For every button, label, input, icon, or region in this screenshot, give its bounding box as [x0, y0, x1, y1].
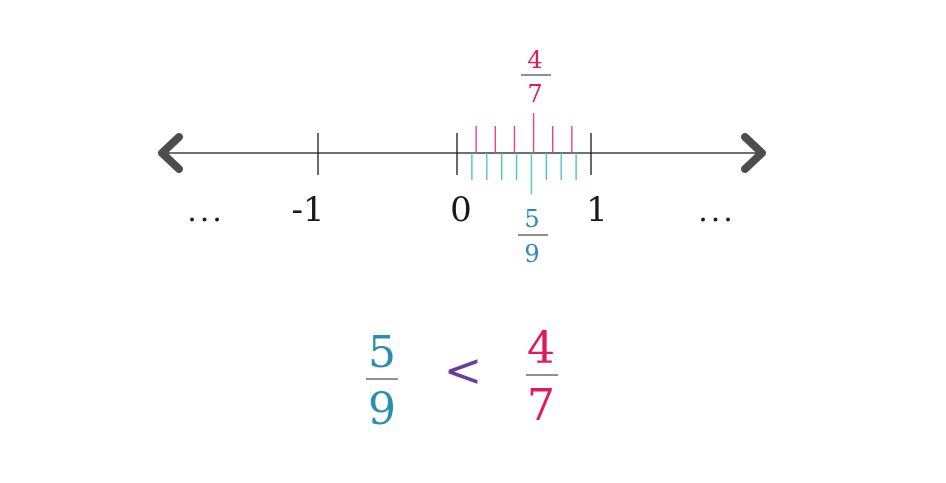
comparison-left-numerator: 5 — [368, 327, 396, 378]
sevenths-ticks — [475, 113, 573, 153]
top-fraction-denominator: 7 — [527, 80, 542, 108]
label-zero: 0 — [450, 190, 472, 230]
right-arrow-icon — [741, 133, 766, 173]
left-ellipsis: ... — [187, 194, 225, 229]
comparison-operator: < — [444, 343, 483, 397]
comparison-left-denominator: 9 — [368, 384, 396, 435]
bottom-fraction-numerator: 5 — [524, 205, 539, 233]
top-fraction-numerator: 4 — [527, 46, 542, 74]
comparison-right-denominator: 7 — [527, 380, 555, 431]
top-fraction-label: 4 7 — [521, 46, 551, 108]
label-minus-one: -1 — [291, 190, 324, 230]
comparison: 5 9 < 4 7 — [366, 323, 558, 435]
comparison-right-numerator: 4 — [527, 323, 555, 374]
ninths-ticks — [471, 153, 577, 194]
label-one: 1 — [586, 190, 608, 230]
left-arrow-icon — [158, 133, 183, 173]
bottom-fraction-label: 5 9 — [518, 205, 548, 268]
bottom-fraction-denominator: 9 — [524, 240, 539, 268]
right-ellipsis: ... — [698, 194, 736, 229]
